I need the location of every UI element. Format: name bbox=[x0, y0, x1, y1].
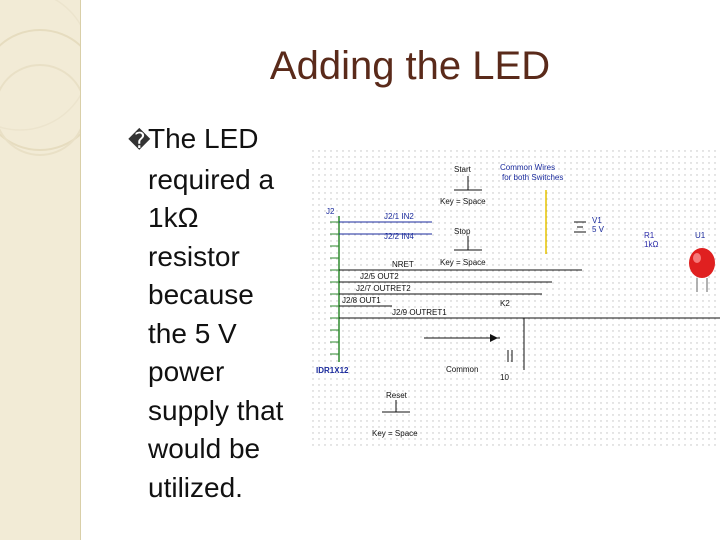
bullet-line: resistor bbox=[148, 240, 240, 272]
u1-led: U1 bbox=[689, 231, 715, 292]
k2-label: K2 bbox=[500, 299, 510, 308]
common-wires-note: Common Wires bbox=[500, 163, 555, 172]
bullet-line: The LED bbox=[148, 123, 259, 154]
led-body bbox=[689, 248, 715, 278]
stop-label: Stop bbox=[454, 227, 471, 236]
v1-source: V1 5 V bbox=[574, 216, 605, 234]
bullet-line: supply that bbox=[148, 394, 284, 426]
j2-connector: J2 IDR1X12 bbox=[316, 207, 349, 375]
net-label: J2/2 IN4 bbox=[384, 232, 414, 241]
circuit-schematic: J2 IDR1X12 J2/1 IN2 J2/2 IN4 NRET J2/5 O… bbox=[312, 150, 720, 450]
net-wires: J2/1 IN2 J2/2 IN4 NRET J2/5 OUT2 J2/7 OU… bbox=[339, 212, 720, 319]
start-label: Start bbox=[454, 165, 472, 174]
net-label: NRET bbox=[392, 260, 414, 269]
stop-key-label: Key = Space bbox=[440, 258, 486, 267]
led-highlight bbox=[693, 253, 701, 263]
sidebar-ornament bbox=[0, 0, 80, 156]
net-label: J2/9 OUTRET1 bbox=[392, 308, 447, 317]
start-switch: Start Key = Space bbox=[440, 165, 486, 206]
bullet-line: because bbox=[148, 279, 254, 310]
reset-key-label: Key = Space bbox=[372, 429, 418, 438]
common-label: Common bbox=[446, 365, 478, 374]
bullet-line: utilized. bbox=[148, 471, 243, 503]
common-wires-note: for both Switches bbox=[502, 173, 563, 182]
r1-resistor: R1 1kΩ bbox=[644, 231, 658, 249]
net-label: J2/5 OUT2 bbox=[360, 272, 399, 281]
k2-value: 10 bbox=[500, 373, 509, 382]
net-label: J2/7 OUTRET2 bbox=[356, 284, 411, 293]
bullet-line: 1kΩ bbox=[148, 202, 199, 233]
bullet-line: power bbox=[148, 356, 225, 387]
bullet-line: would be bbox=[148, 433, 261, 464]
slide-title: Adding the LED bbox=[269, 44, 551, 88]
net-label: J2/8 OUT1 bbox=[342, 296, 381, 305]
j2-label: J2 bbox=[326, 207, 335, 216]
u1-label: U1 bbox=[695, 231, 706, 240]
reset-label: Reset bbox=[386, 391, 408, 400]
net-label: J2/1 IN2 bbox=[384, 212, 414, 221]
r1-value: 1kΩ bbox=[644, 240, 658, 249]
bullet-line: required a bbox=[148, 163, 275, 195]
bullet-glyph: � bbox=[128, 128, 151, 153]
start-key-label: Key = Space bbox=[440, 197, 486, 206]
r1-label: R1 bbox=[644, 231, 655, 240]
bullet-line: the 5 V bbox=[148, 317, 237, 349]
k2-relay: K2 Common 10 bbox=[424, 299, 525, 382]
reset-switch: Reset Key = Space bbox=[372, 391, 418, 438]
dot-grid bbox=[312, 150, 720, 450]
decorative-sidebar bbox=[0, 0, 81, 540]
idr-label: IDR1X12 bbox=[316, 366, 349, 375]
stop-switch: Stop Key = Space bbox=[440, 227, 486, 267]
bullet-text: �The LED required a 1kΩ resistor because… bbox=[128, 120, 308, 507]
v1-label: V1 bbox=[592, 216, 602, 225]
v1-value: 5 V bbox=[592, 225, 605, 234]
